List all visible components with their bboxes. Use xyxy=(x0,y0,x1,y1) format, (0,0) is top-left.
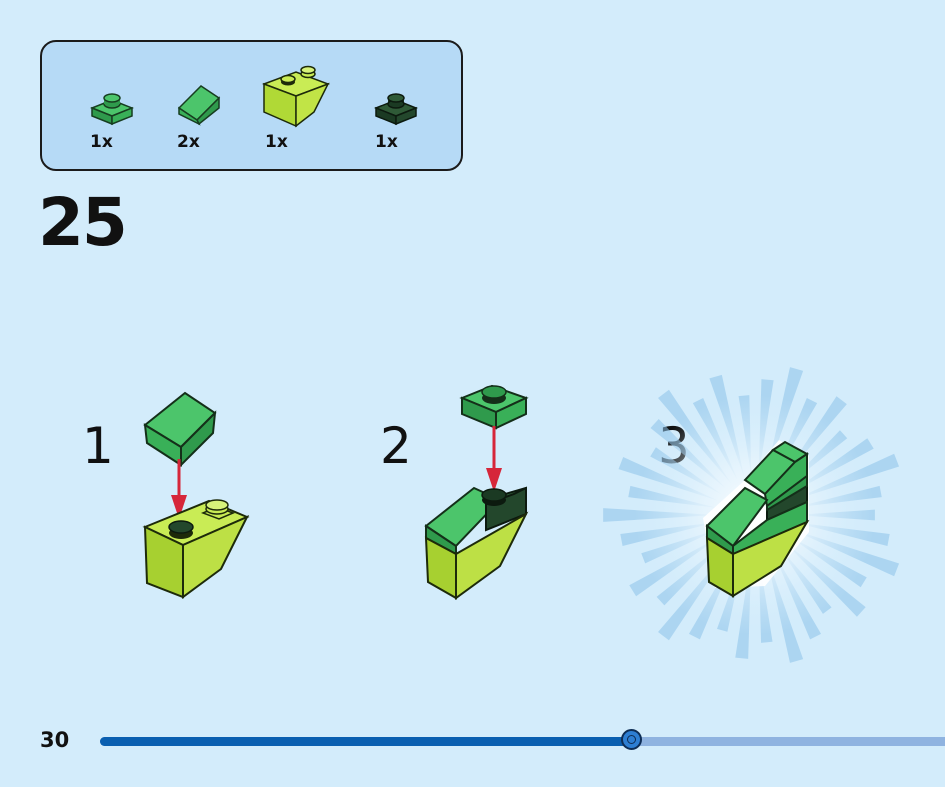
progress-knob[interactable] xyxy=(621,729,642,750)
completed-model xyxy=(703,440,810,598)
part-quantity: 1x xyxy=(265,132,288,152)
lime-inverted-slope-brick xyxy=(142,499,250,599)
part-quantity: 2x xyxy=(177,132,200,152)
dark-green-plate-1x1-icon xyxy=(373,93,419,126)
substep-2-illustration xyxy=(424,384,529,600)
progress-bar xyxy=(100,729,945,750)
parts-list-panel: 1x 2x 1x 1x xyxy=(40,40,463,171)
step-number: 25 xyxy=(38,184,128,261)
green-plate-brick xyxy=(459,384,529,430)
substep-3-illustration xyxy=(603,367,900,663)
down-arrow xyxy=(486,426,502,492)
substep-label-1: 1 xyxy=(82,417,114,475)
down-arrow xyxy=(171,459,187,519)
substep-1-illustration xyxy=(142,391,250,599)
part-quantity: 1x xyxy=(375,132,398,152)
lime-inverted-slope-icon xyxy=(262,65,331,128)
progress-fill xyxy=(100,737,632,746)
page-number: 30 xyxy=(40,728,70,752)
green-plate-1x1-icon xyxy=(89,93,135,126)
green-slope-brick xyxy=(143,391,217,468)
green-slope-icon xyxy=(177,85,221,126)
assembled-model xyxy=(424,486,529,600)
substep-label-2: 2 xyxy=(380,417,412,475)
part-quantity: 1x xyxy=(90,132,113,152)
